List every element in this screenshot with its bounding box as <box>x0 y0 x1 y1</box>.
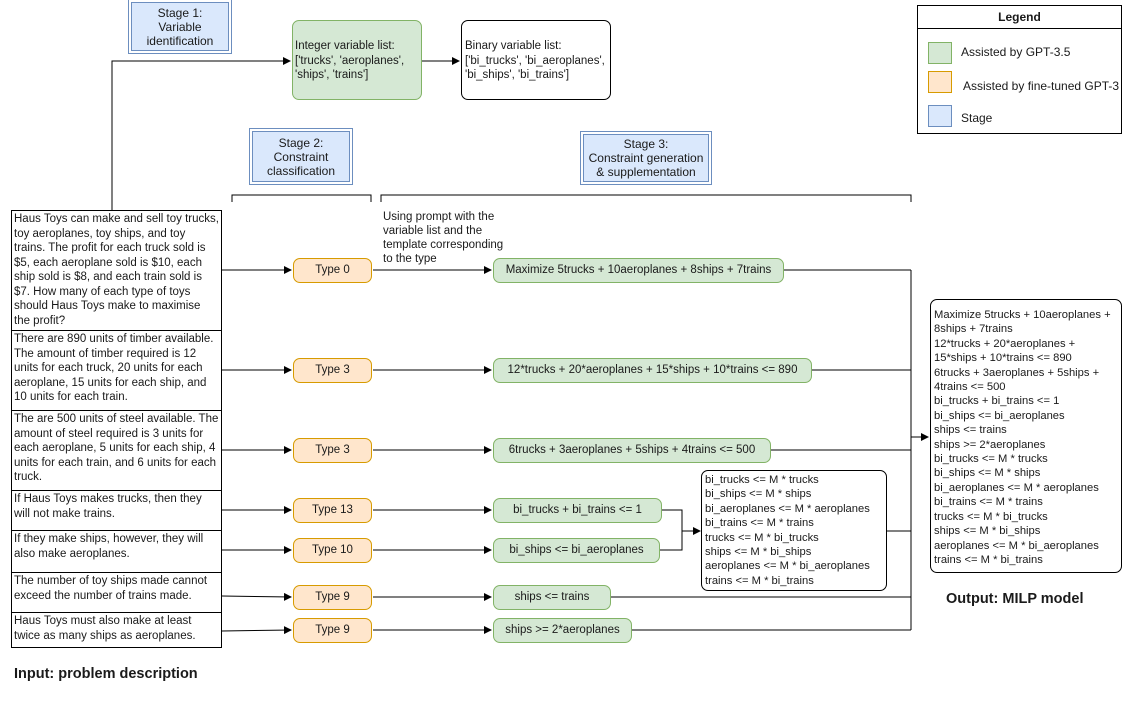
supplement-constraints: bi_trucks <= M * trucks bi_ships <= M * … <box>701 470 887 591</box>
type-box: Type 3 <box>293 358 372 383</box>
stage2-label: Stage 2: Constraint classification <box>249 128 353 185</box>
type-box: Type 0 <box>293 258 372 283</box>
type-box: Type 13 <box>293 498 372 523</box>
legend-label: Assisted by fine-tuned GPT-3 <box>963 79 1120 93</box>
prompt-note: Using prompt with the variable list and … <box>383 211 504 265</box>
stage3-brace <box>380 194 912 202</box>
legend-swatch-green <box>928 42 952 64</box>
legend: Legend Assisted by GPT-3.5 Assisted by f… <box>917 5 1122 134</box>
integer-variable-list: Integer variable list: ['trucks', 'aerop… <box>292 20 422 100</box>
constraint-box: bi_trucks + bi_trains <= 1 <box>493 498 662 523</box>
input-to-integer-arrow <box>111 57 291 210</box>
constraint-box: Maximize 5trucks + 10aeroplanes + 8ships… <box>493 258 784 283</box>
legend-label: Stage <box>961 111 993 125</box>
constraint-box: ships <= trains <box>493 585 611 610</box>
constraint-box: 12*trucks + 20*aeroplanes + 15*ships + 1… <box>493 358 812 383</box>
legend-title: Legend <box>918 6 1121 29</box>
binary-variable-list: Binary variable list: ['bi_trucks', 'bi_… <box>461 20 611 100</box>
constraint-box: 6trucks + 3aeroplanes + 5ships + 4trains… <box>493 438 771 463</box>
type-box: Type 3 <box>293 438 372 463</box>
input-row: The are 500 units of steel available. Th… <box>12 411 221 491</box>
stage2-brace <box>231 194 372 202</box>
stage1-label: Stage 1: Variable identification <box>128 0 232 54</box>
output-caption: Output: MILP model <box>946 591 1084 607</box>
legend-label: Assisted by GPT-3.5 <box>961 45 1071 59</box>
type-box: Type 9 <box>293 618 372 643</box>
type-box: Type 10 <box>293 538 372 563</box>
legend-swatch-blue <box>928 105 952 127</box>
input-caption: Input: problem description <box>14 666 198 682</box>
constraint-box: bi_ships <= bi_aeroplanes <box>493 538 660 563</box>
row6-to-type-arrow <box>221 626 292 635</box>
c3-to-supplement <box>662 509 701 535</box>
problem-description: Haus Toys can make and sell toy trucks, … <box>11 210 222 648</box>
input-row: If Haus Toys makes trucks, then they wil… <box>12 491 221 531</box>
c4-to-supplement <box>660 531 683 551</box>
output-milp-model: Maximize 5trucks + 10aeroplanes + 8ships… <box>930 299 1122 573</box>
constraint-box: ships >= 2*aeroplanes <box>493 618 632 643</box>
input-row: Haus Toys can make and sell toy trucks, … <box>12 211 221 331</box>
stage3-label: Stage 3: Constraint generation & supplem… <box>580 131 712 185</box>
input-row: Haus Toys must also make at least twice … <box>14 615 196 642</box>
legend-swatch-orange <box>928 71 952 93</box>
row5-to-type-arrow <box>221 592 292 601</box>
input-row: If they make ships, however, they will a… <box>12 531 221 573</box>
input-row: There are 890 units of timber available.… <box>12 331 221 411</box>
type-box: Type 9 <box>293 585 372 610</box>
input-row: The number of toy ships made cannot exce… <box>12 573 221 613</box>
